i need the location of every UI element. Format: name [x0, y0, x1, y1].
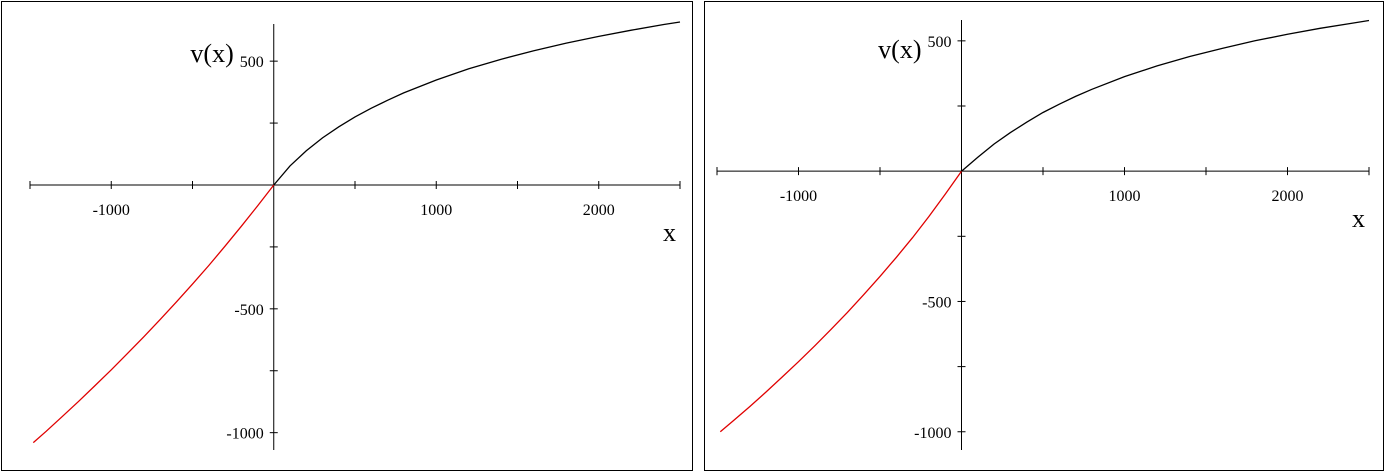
x-tick-label: 2000 — [583, 202, 615, 219]
y-axis-label: v(x) — [190, 39, 233, 68]
y-tick-label: 500 — [240, 54, 264, 71]
y-axis-label: v(x) — [878, 35, 921, 64]
x-tick-label: 1000 — [420, 202, 452, 219]
x-tick-label: -1000 — [780, 188, 817, 205]
line-chart-right: -1000 1000 2000 -1000 -500 500 x v(x) — [716, 19, 1370, 450]
series-line-positive-branch — [273, 21, 681, 186]
x-tick-label: 2000 — [1272, 188, 1304, 205]
plot-panel-right: -1000 1000 2000 -1000 -500 500 x v(x) — [704, 1, 1384, 471]
series-line-positive-branch — [961, 19, 1370, 172]
series-line-negative-branch — [719, 170, 963, 433]
x-tick-label: -1000 — [93, 202, 130, 219]
x-axis-label: x — [1352, 204, 1365, 233]
y-tick-label: -500 — [234, 302, 263, 319]
x-axis-label: x — [663, 218, 676, 247]
series-line-negative-branch — [32, 184, 275, 444]
y-tick-label: 500 — [928, 34, 952, 51]
plot-panel-left: -1000 1000 2000 -1000 -500 500 x v(x) — [1, 1, 693, 471]
y-tick-label: -500 — [922, 294, 951, 311]
x-tick-label: 1000 — [1109, 188, 1141, 205]
y-tick-label: -1000 — [914, 425, 951, 442]
line-chart-left: -1000 1000 2000 -1000 -500 500 x v(x) — [29, 21, 681, 450]
y-tick-label: -1000 — [226, 426, 263, 443]
